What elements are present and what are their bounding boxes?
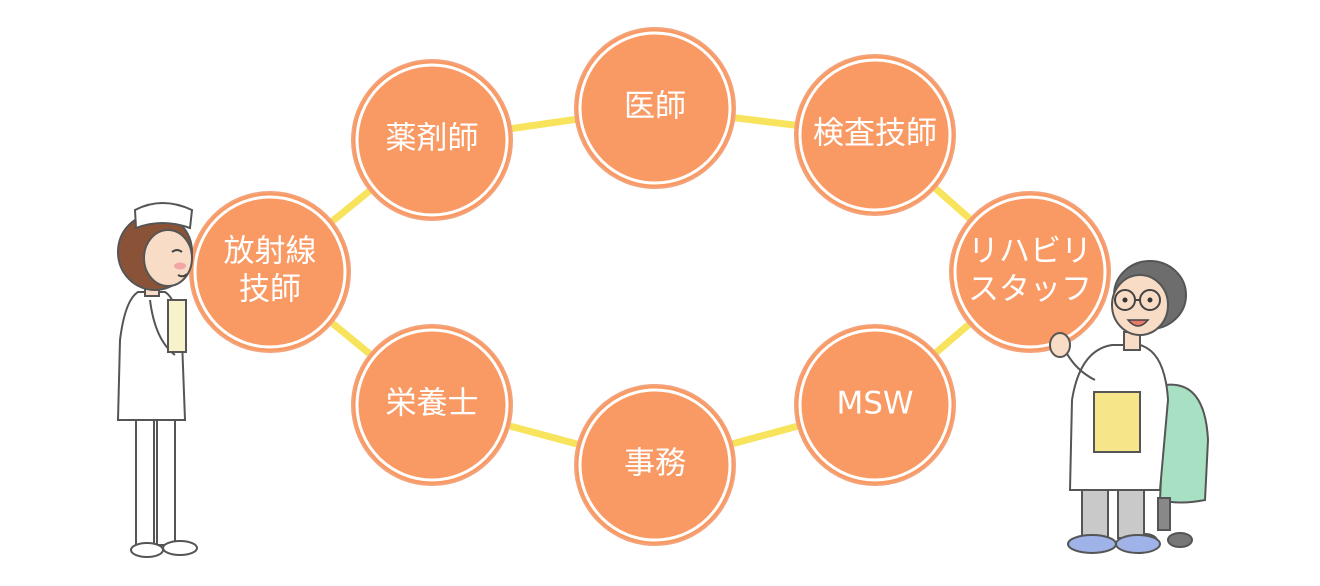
node-inner-ring [578, 31, 732, 185]
node-inner-ring [193, 195, 347, 349]
node-label: 放射線 [224, 234, 317, 270]
node-circle [949, 191, 1111, 353]
node-circle [574, 27, 736, 189]
node-circle [189, 191, 351, 353]
nurse-illustration [116, 202, 198, 558]
node-lab-technician: 検査技師 [794, 54, 956, 216]
node-circle [351, 324, 513, 486]
node-label: リハビリ [968, 234, 1092, 270]
node-inner-ring [798, 58, 952, 212]
node-inner-ring [355, 63, 509, 217]
node-dietitian: 栄養士 [351, 324, 513, 486]
node-inner-ring [578, 388, 732, 542]
node-label: 技師 [239, 272, 301, 308]
node-label: スタッフ [968, 272, 1092, 308]
node-inner-ring [798, 328, 952, 482]
node-label: 検査技師 [813, 116, 937, 152]
node-label: 薬剤師 [386, 121, 479, 157]
node-circle [794, 54, 956, 216]
node-circle [351, 59, 513, 221]
node-label: 事務 [624, 446, 686, 482]
node-inner-ring [953, 195, 1107, 349]
node-circle [794, 324, 956, 486]
node-label: 医師 [624, 89, 686, 125]
node-pharmacist: 薬剤師 [351, 59, 513, 221]
node-doctor: 医師 [574, 27, 736, 189]
node-label: MSW [836, 386, 913, 422]
node-office: 事務 [574, 384, 736, 546]
node-label: 栄養士 [386, 386, 479, 422]
node-msw: MSW [794, 324, 956, 486]
node-circle [574, 384, 736, 546]
doctor-illustration [1049, 260, 1210, 554]
node-inner-ring [355, 328, 509, 482]
